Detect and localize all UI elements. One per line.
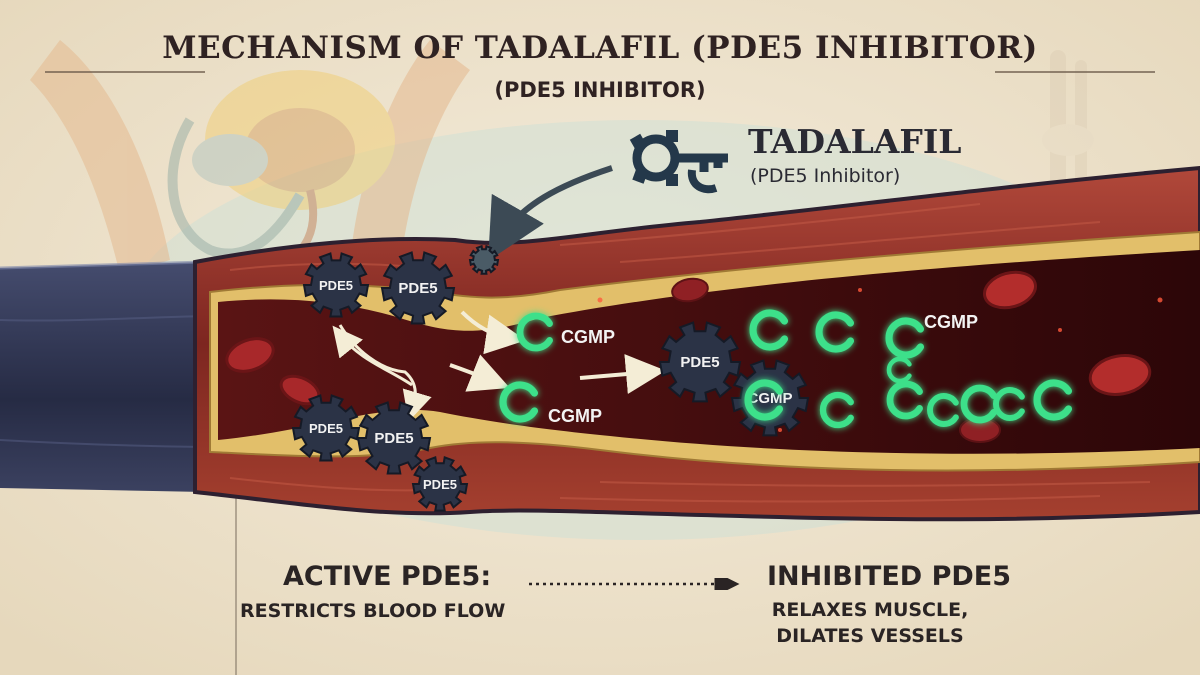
gear-icon bbox=[730, 359, 810, 437]
inhibited-pde5-heading: INHIBITED PDE5 bbox=[767, 561, 1012, 592]
cgmp-label: CGMP bbox=[748, 390, 793, 407]
page-title: MECHANISM OF TADALAFIL (PDE5 INHIBITOR) bbox=[162, 30, 1038, 66]
drug-subtitle: (PDE5 Inhibitor) bbox=[750, 165, 901, 187]
page-subtitle: (PDE5 INHIBITOR) bbox=[494, 78, 706, 102]
blood-cells bbox=[225, 270, 1152, 443]
cgmp-ring-icon bbox=[749, 309, 789, 351]
drug-arrow bbox=[488, 165, 613, 261]
gear-icon bbox=[356, 401, 432, 475]
gear-icon bbox=[468, 244, 500, 275]
key-icon bbox=[629, 130, 728, 194]
pde5-label: PDE5 bbox=[680, 354, 719, 371]
arrow-pde5-back bbox=[332, 325, 413, 387]
pde5-label: PDE5 bbox=[319, 278, 353, 293]
outer-sheath bbox=[0, 262, 205, 492]
pde5-gear: CGMP bbox=[730, 359, 810, 437]
title-rule-right bbox=[995, 71, 1155, 73]
gear-icon bbox=[380, 251, 456, 325]
inhibited-pde5-text: RELAXES MUSCLE, DILATES VESSELS bbox=[770, 597, 970, 649]
arrow-to-cgmp-lower bbox=[449, 354, 510, 392]
flow-arrows bbox=[332, 165, 666, 422]
cgmp-molecules: CGMP CGMP CGMP bbox=[499, 309, 1073, 429]
cgmp-ring-icon bbox=[499, 381, 539, 423]
arrow-to-pde5 bbox=[579, 354, 666, 394]
title-rule-left bbox=[45, 71, 205, 73]
cgmp-label: CGMP bbox=[924, 312, 978, 332]
cgmp-ring-icon bbox=[1033, 379, 1073, 421]
cgmp-ring-icon bbox=[886, 356, 912, 384]
pde5-label: PDE5 bbox=[398, 280, 437, 297]
gear-icon bbox=[658, 321, 742, 403]
cgmp-ring-icon bbox=[927, 393, 959, 427]
pde5-gear: PDE5 bbox=[302, 252, 370, 318]
cgmp-ring-icon bbox=[815, 311, 855, 353]
pde5-label: PDE5 bbox=[309, 421, 343, 436]
gear-icon bbox=[411, 456, 469, 512]
cgmp-ring-icon bbox=[993, 387, 1025, 421]
arrow-to-cgmp-upper bbox=[460, 310, 526, 355]
cgmp-ring-icon bbox=[960, 384, 997, 424]
inhibited-pde5-line2: DILATES VESSELS bbox=[776, 625, 964, 647]
pde5-gear bbox=[468, 244, 500, 275]
cgmp-label: CGMP bbox=[548, 406, 602, 426]
gear-icon bbox=[291, 394, 361, 462]
cgmp-label: CGMP bbox=[561, 327, 615, 347]
cgmp-ring-icon bbox=[885, 317, 925, 359]
active-pde5-heading: ACTIVE PDE5: bbox=[283, 561, 492, 592]
drug-name: TADALAFIL bbox=[748, 122, 962, 161]
gear-icon bbox=[302, 252, 370, 318]
caption-arrow bbox=[529, 578, 740, 590]
pde5-gear: PDE5 bbox=[411, 456, 469, 512]
pde5-gear: PDE5 bbox=[356, 401, 432, 475]
active-pde5-text: RESTRICTS BLOOD FLOW bbox=[240, 600, 506, 622]
cgmp-ring-icon bbox=[516, 312, 553, 352]
pde5-label: PDE5 bbox=[423, 477, 457, 492]
pde5-gear: PDE5 bbox=[291, 394, 361, 462]
pde5-gear: PDE5 bbox=[380, 251, 456, 325]
inhibited-pde5-line1: RELAXES MUSCLE, bbox=[771, 599, 969, 621]
cgmp-ring-icon bbox=[744, 379, 784, 421]
cgmp-ring-icon bbox=[819, 391, 854, 429]
pde5-gear: PDE5 bbox=[658, 321, 742, 403]
cgmp-ring-icon bbox=[886, 380, 923, 420]
muscle-fibers bbox=[229, 203, 1151, 503]
pde5-label: PDE5 bbox=[374, 430, 413, 447]
